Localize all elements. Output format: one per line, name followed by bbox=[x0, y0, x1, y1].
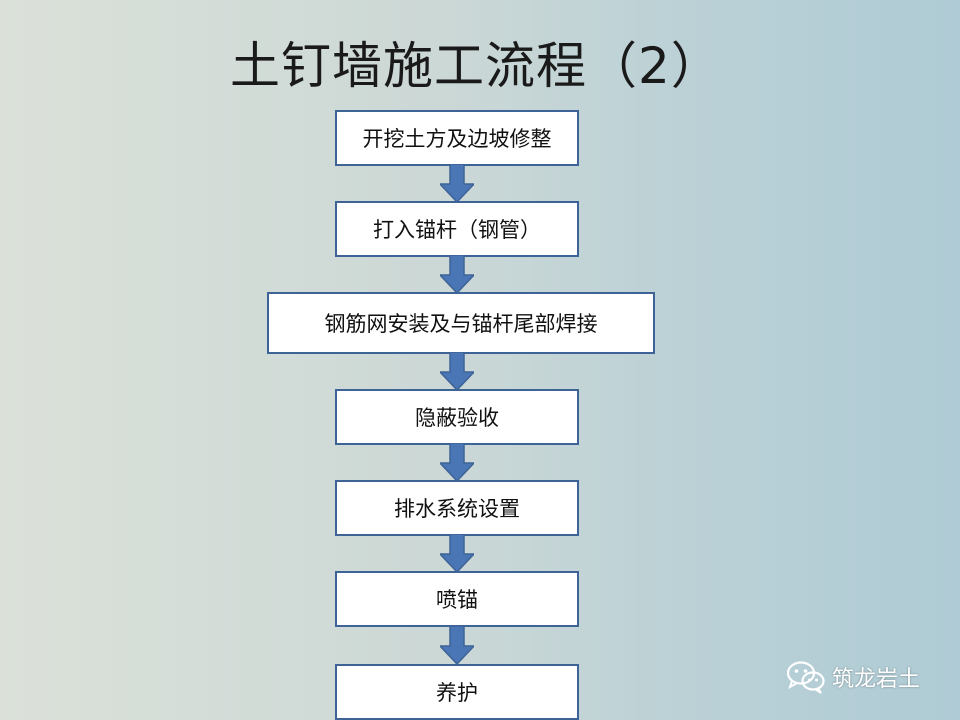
step-mesh-install: 钢筋网安装及与锚杆尾部焊接 bbox=[267, 292, 655, 354]
down-arrow-icon bbox=[440, 164, 474, 202]
step-drainage: 排水系统设置 bbox=[335, 480, 579, 536]
down-arrow-icon bbox=[440, 443, 474, 481]
step-shotcrete: 喷锚 bbox=[335, 571, 579, 627]
slide-title: 土钉墙施工流程（2） bbox=[230, 37, 722, 95]
wechat-icon bbox=[786, 661, 825, 694]
step-curing: 养护 bbox=[335, 664, 579, 720]
step-hidden-inspection: 隐蔽验收 bbox=[335, 389, 579, 445]
down-arrow-icon bbox=[440, 255, 474, 293]
step-excavation: 开挖土方及边坡修整 bbox=[335, 110, 579, 166]
step-insert-anchor: 打入锚杆（钢管） bbox=[335, 201, 579, 257]
down-arrow-icon bbox=[440, 534, 474, 572]
watermark-text: 筑龙岩土 bbox=[832, 667, 921, 692]
down-arrow-icon bbox=[440, 352, 474, 390]
down-arrow-icon bbox=[440, 626, 474, 664]
watermark: 筑龙岩土 bbox=[786, 660, 920, 694]
